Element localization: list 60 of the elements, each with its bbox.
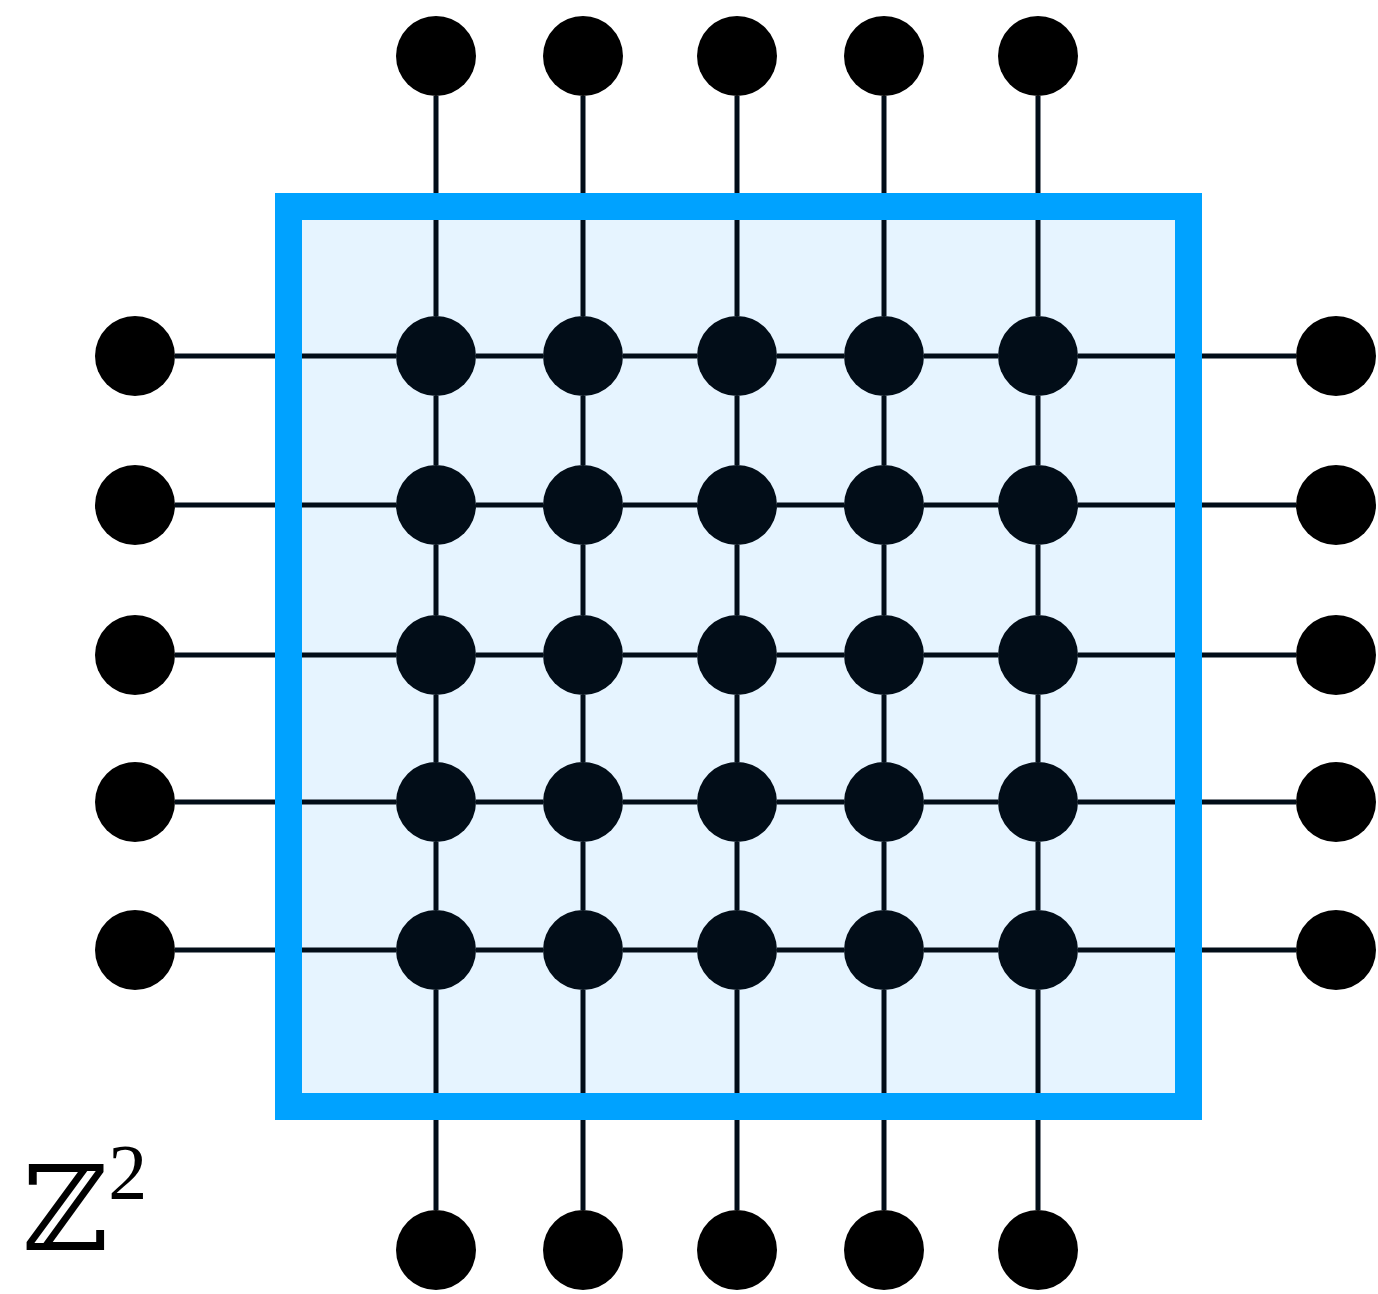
edge-line <box>1035 695 1041 762</box>
edge-line <box>777 947 844 953</box>
edge-line <box>881 842 887 910</box>
edge-line <box>777 652 844 658</box>
edge-line <box>433 396 439 465</box>
edge-line <box>881 545 887 615</box>
edge-line <box>881 695 887 762</box>
edge-line <box>924 947 998 953</box>
edge-line <box>580 545 586 615</box>
edge-line <box>777 353 844 359</box>
edge-line <box>924 353 998 359</box>
edge-line <box>734 396 740 465</box>
edge-line <box>734 990 740 1210</box>
edge-line <box>476 502 543 508</box>
edge-line <box>623 652 697 658</box>
edge-line <box>433 842 439 910</box>
edge-line <box>881 396 887 465</box>
edge-line <box>580 96 586 316</box>
edge-line <box>1078 353 1296 359</box>
edge-line <box>881 990 887 1210</box>
edge-line <box>175 799 396 805</box>
edge-line <box>881 96 887 316</box>
edge-line <box>1035 842 1041 910</box>
edge-line <box>476 652 543 658</box>
edge-line <box>175 353 396 359</box>
edge-line <box>580 990 586 1210</box>
edge-line <box>580 695 586 762</box>
edge-line <box>1035 990 1041 1210</box>
edge-line <box>433 695 439 762</box>
edge-line <box>734 96 740 316</box>
edge-line <box>175 652 396 658</box>
edge-line <box>1078 502 1296 508</box>
edge-line <box>1078 799 1296 805</box>
edge-line <box>1035 545 1041 615</box>
edge-line <box>1078 652 1296 658</box>
edge-line <box>580 842 586 910</box>
edge-line <box>476 353 543 359</box>
edge-line <box>175 947 396 953</box>
edge-line <box>777 502 844 508</box>
edge-line <box>1035 96 1041 316</box>
edge-line <box>734 695 740 762</box>
edge-line <box>1035 396 1041 465</box>
edge-line <box>476 947 543 953</box>
edge-line <box>175 502 396 508</box>
edge-line <box>623 502 697 508</box>
edge-line <box>623 799 697 805</box>
edge-line <box>924 652 998 658</box>
edge-line <box>580 396 586 465</box>
edge-line <box>924 502 998 508</box>
edge-line <box>623 947 697 953</box>
edge-line <box>476 799 543 805</box>
edge-line <box>1078 947 1296 953</box>
edge-line <box>623 353 697 359</box>
edge-line <box>777 799 844 805</box>
edge-line <box>734 842 740 910</box>
edge-line <box>924 799 998 805</box>
edge-line <box>734 545 740 615</box>
edge-line <box>433 990 439 1210</box>
edge-line <box>433 545 439 615</box>
edge-line <box>433 96 439 316</box>
